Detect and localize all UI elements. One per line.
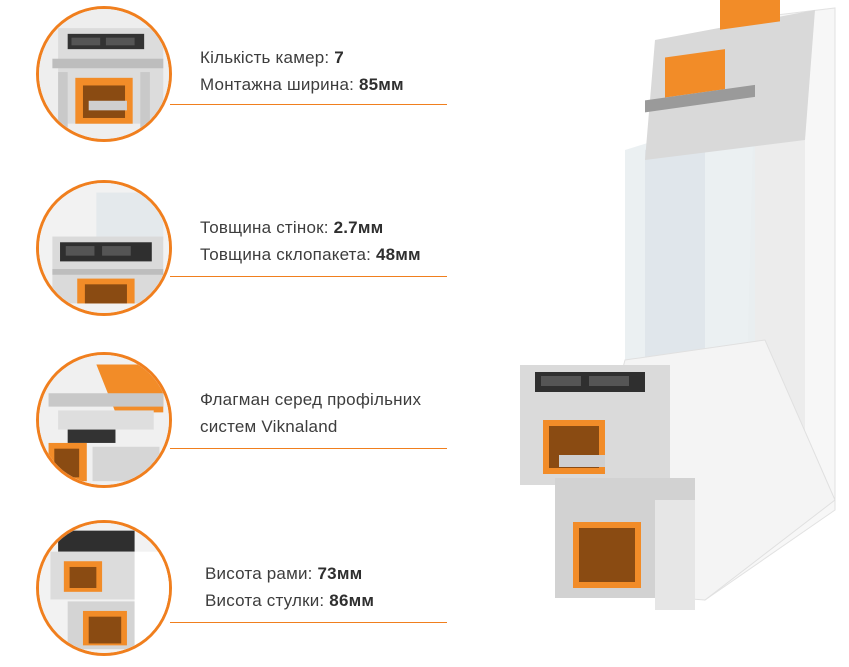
feature-text-4: Висота рами: 73мм Висота стулки: 86мм xyxy=(205,560,374,614)
glass-unit-thickness-value: 48мм xyxy=(375,245,421,264)
chambers-label: Кількість камер: xyxy=(200,48,335,67)
flagship-line-2: систем Viknaland xyxy=(200,417,338,436)
feature-text-3: Флагман серед профільних систем Viknalan… xyxy=(200,386,421,440)
frame-height-value: 73мм xyxy=(317,564,363,583)
chambers-value: 7 xyxy=(334,48,344,67)
divider-line-3 xyxy=(170,448,447,449)
glass-unit-thickness-label: Товщина склопакета: xyxy=(200,245,376,264)
profile-cross-section-graphic xyxy=(39,523,169,653)
window-corner-cutaway-graphic xyxy=(520,0,836,610)
wall-thickness-label: Товщина стінок: xyxy=(200,218,334,237)
sash-height-label: Висота стулки: xyxy=(205,591,330,610)
flagship-line-1: Флагман серед профільних xyxy=(200,390,422,409)
divider-line-2 xyxy=(170,276,447,277)
sash-height-value: 86мм xyxy=(329,591,375,610)
profile-detail-image-2 xyxy=(36,180,172,316)
feature-chambers: Кількість камер: 7 Монтажна ширина: 85мм xyxy=(0,0,460,142)
feature-thickness: Товщина стінок: 2.7мм Товщина склопакета… xyxy=(0,174,460,316)
profile-detail-image-1 xyxy=(36,6,172,142)
feature-height: Висота рами: 73мм Висота стулки: 86мм xyxy=(0,518,460,658)
mounting-width-value: 85мм xyxy=(358,75,404,94)
mounting-width-label: Монтажна ширина: xyxy=(200,75,359,94)
feature-text-2: Товщина стінок: 2.7мм Товщина склопакета… xyxy=(200,214,421,268)
profile-cross-section-graphic xyxy=(39,355,169,485)
feature-flagship: Флагман серед профільних систем Viknalan… xyxy=(0,346,460,488)
profile-detail-image-3 xyxy=(36,352,172,488)
frame-height-label: Висота рами: xyxy=(205,564,318,583)
profile-cross-section-graphic xyxy=(39,183,169,313)
feature-text-1: Кількість камер: 7 Монтажна ширина: 85мм xyxy=(200,44,404,98)
profile-cross-section-graphic xyxy=(39,9,169,139)
window-profile-illustration xyxy=(505,0,849,667)
divider-line-4 xyxy=(170,622,447,623)
divider-line-1 xyxy=(170,104,447,105)
wall-thickness-value: 2.7мм xyxy=(333,218,384,237)
profile-detail-image-4 xyxy=(36,520,172,656)
